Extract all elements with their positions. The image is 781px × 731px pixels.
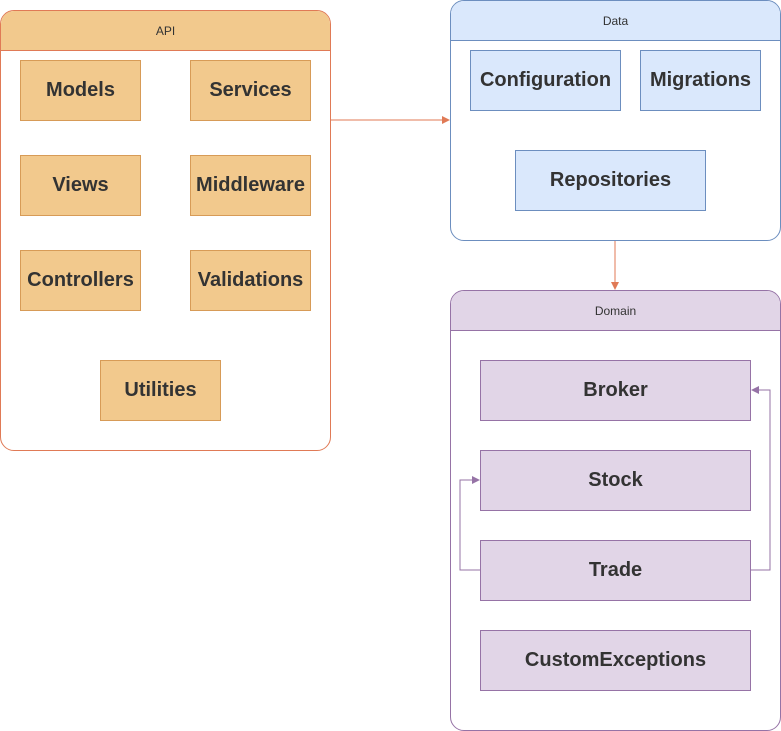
data-container-title: Data bbox=[451, 1, 780, 41]
domain-container-title: Domain bbox=[451, 291, 780, 331]
api-utilities-node[interactable]: Utilities bbox=[100, 360, 221, 421]
api-validations-node[interactable]: Validations bbox=[190, 250, 311, 311]
api-controllers-node[interactable]: Controllers bbox=[20, 250, 141, 311]
domain-stock-node[interactable]: Stock bbox=[480, 450, 751, 511]
api-services-node[interactable]: Services bbox=[190, 60, 311, 121]
data-repositories-node[interactable]: Repositories bbox=[515, 150, 706, 211]
domain-customexceptions-node[interactable]: CustomExceptions bbox=[480, 630, 751, 691]
api-views-node[interactable]: Views bbox=[20, 155, 141, 216]
domain-broker-node[interactable]: Broker bbox=[480, 360, 751, 421]
data-migrations-node[interactable]: Migrations bbox=[640, 50, 761, 111]
api-middleware-node[interactable]: Middleware bbox=[190, 155, 311, 216]
api-container-title: API bbox=[1, 11, 330, 51]
domain-trade-node[interactable]: Trade bbox=[480, 540, 751, 601]
data-configuration-node[interactable]: Configuration bbox=[470, 50, 621, 111]
api-models-node[interactable]: Models bbox=[20, 60, 141, 121]
